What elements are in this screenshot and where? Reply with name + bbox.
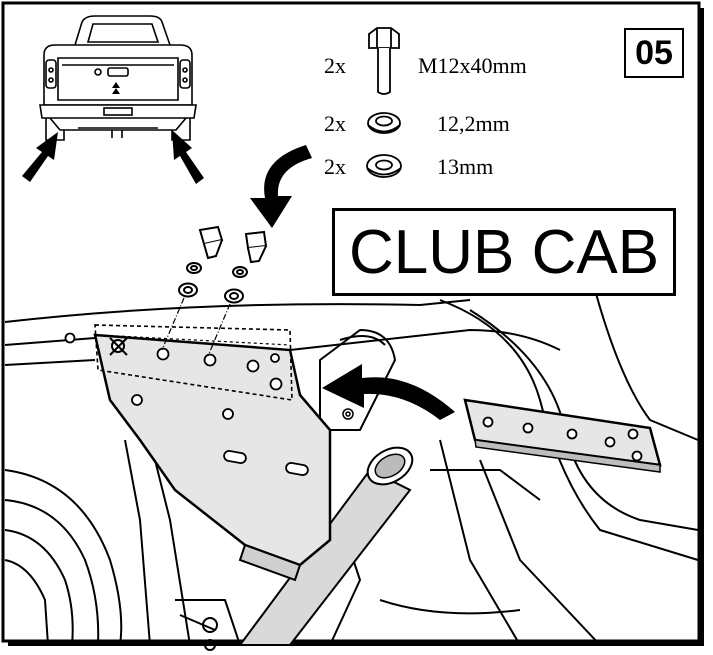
- insert-arrow-icon: [322, 364, 455, 420]
- bolt-icon: [368, 27, 400, 95]
- nut-hidden: [342, 408, 354, 420]
- part-3-spec: 13mm: [437, 154, 494, 179]
- part-1-spec: M12x40mm: [418, 53, 527, 78]
- reinforcement-plate: [463, 398, 662, 473]
- fastener-direction-arrow-icon: [250, 145, 312, 228]
- fasteners-exploded: [161, 225, 268, 357]
- truck-rear-view: [39, 15, 197, 141]
- part-2-spec: 12,2mm: [437, 111, 510, 136]
- step-number-badge: 05: [624, 28, 684, 78]
- part-2-qty: 2x: [324, 111, 346, 136]
- part-3-qty: 2x: [324, 154, 346, 179]
- flat-washer-icon: [366, 154, 402, 178]
- mount-point-arrow-icons: [22, 130, 204, 184]
- mounting-bracket: [64, 324, 332, 582]
- part-1-qty: 2x: [324, 53, 346, 78]
- model-variant-label: CLUB CAB: [332, 208, 676, 296]
- spring-washer-icon: [367, 112, 401, 134]
